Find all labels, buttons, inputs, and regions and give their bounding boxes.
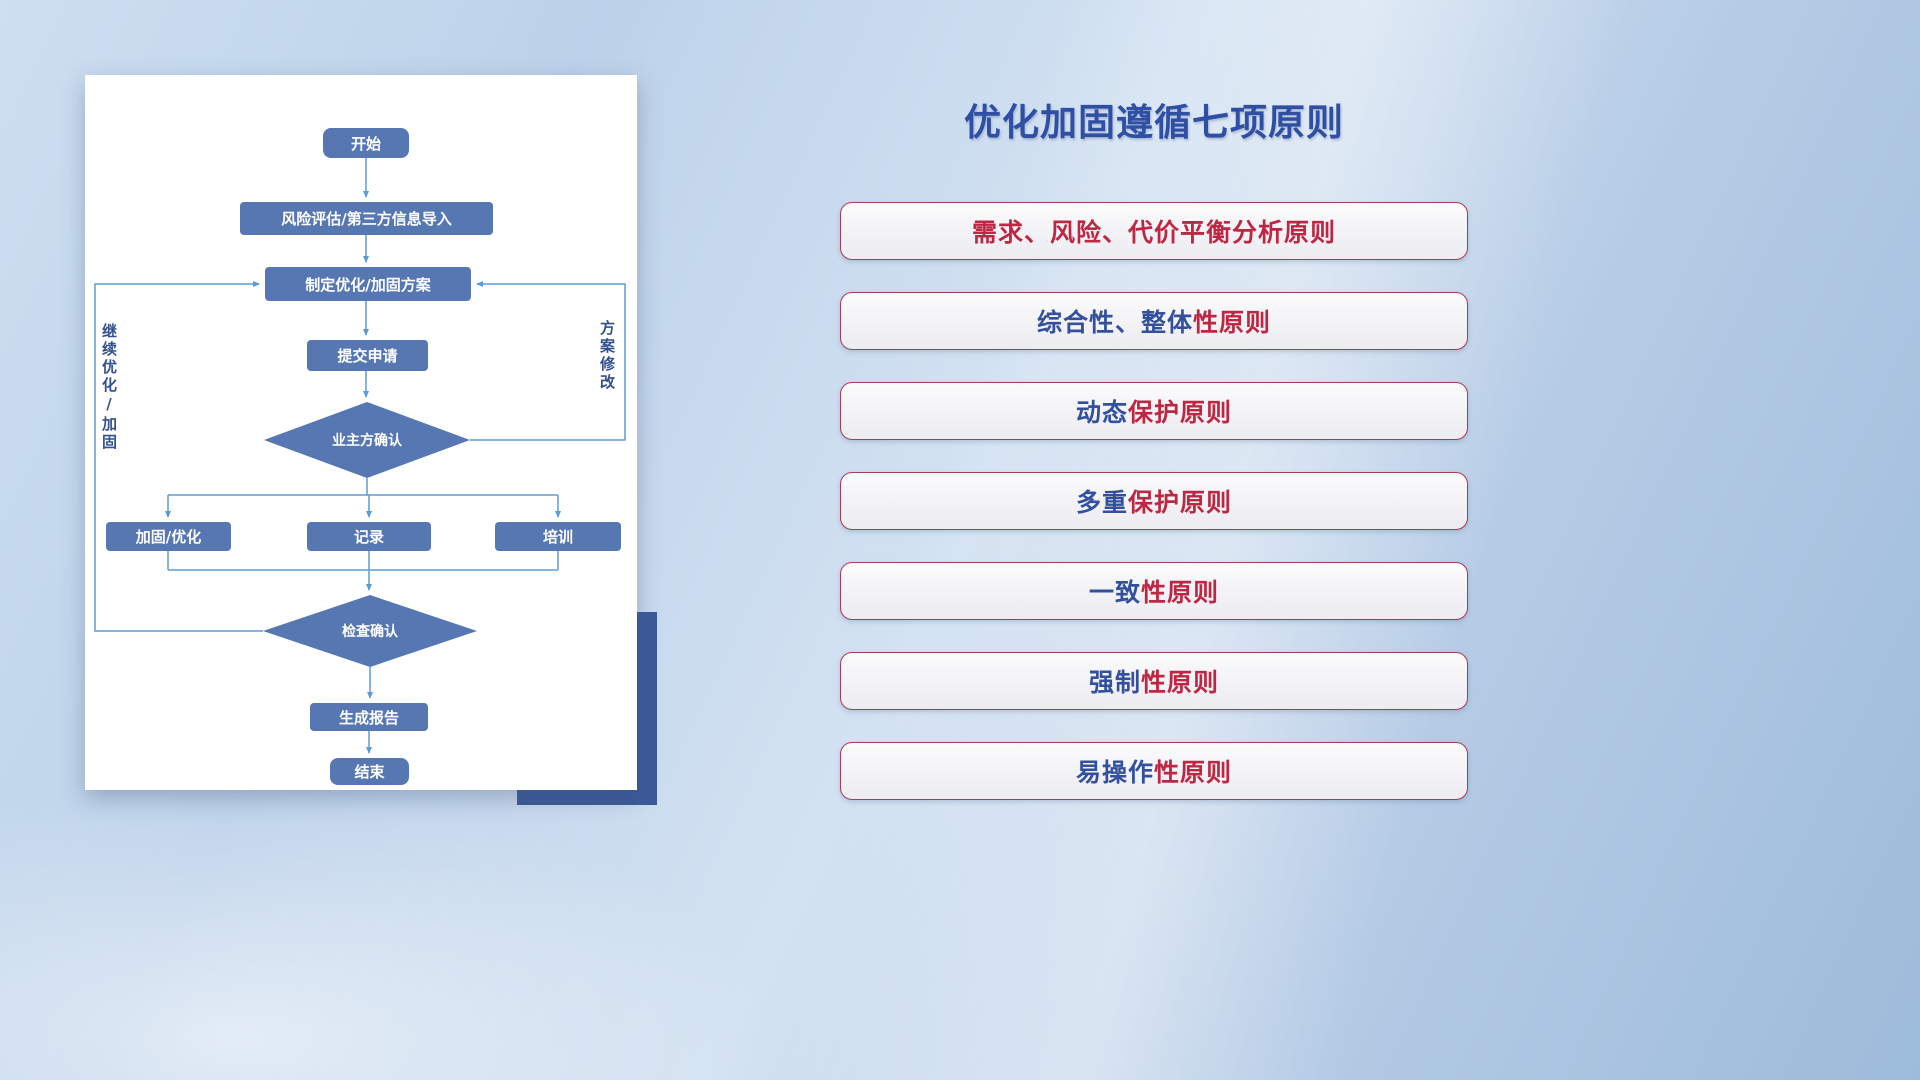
- flow-node-risk-import: 风险评估/第三方信息导入: [240, 202, 493, 235]
- flow-node-record: 记录: [307, 522, 431, 551]
- flow-connectors: [94, 158, 626, 754]
- page-title: 优化加固遵循七项原则: [964, 101, 1344, 144]
- principle-item-1: 需求、风险、代价平衡分析原则: [840, 202, 1468, 260]
- principle-item-5: 一致性原则: [840, 562, 1468, 620]
- principle-6-text-red: 性原则: [1141, 668, 1220, 697]
- principle-7-text-red: 性原则: [1154, 758, 1233, 787]
- flow-node-training: 培训: [495, 522, 621, 551]
- flow-node-harden: 加固/优化: [106, 522, 231, 551]
- principle-item-2: 综合性、整体性原则: [840, 292, 1468, 350]
- flow-label-continue-optimize: 继续优化/加固: [100, 323, 118, 452]
- flow-node-submit: 提交申请: [307, 340, 428, 371]
- principles-panel: 优化加固遵循七项原则 需求、风险、代价平衡分析原则 综合性、整体性原则 动态保护…: [840, 92, 1468, 832]
- flowchart-card: 开始 风险评估/第三方信息导入 制定优化/加固方案 提交申请 业主方确认 加固/…: [85, 75, 637, 790]
- principle-6-text-blue: 强制: [1088, 668, 1141, 697]
- principle-2-text-red: 性原则: [1193, 308, 1272, 337]
- principle-3-text-blue: 动态: [1075, 398, 1128, 427]
- flow-label-plan-revise: 方案修改: [598, 320, 616, 392]
- principle-4-text-red: 保护原则: [1128, 488, 1233, 517]
- principle-4-text-blue: 多重: [1075, 488, 1128, 517]
- flow-node-end: 结束: [330, 758, 409, 785]
- principle-item-4: 多重保护原则: [840, 472, 1468, 530]
- flow-node-report: 生成报告: [310, 703, 428, 731]
- principle-item-6: 强制性原则: [840, 652, 1468, 710]
- principle-5-text-blue: 一致: [1088, 578, 1141, 607]
- principle-item-3: 动态保护原则: [840, 382, 1468, 440]
- principle-1-text-red: 需求、风险、代价平衡分析原则: [971, 218, 1336, 247]
- principle-3-text-red: 保护原则: [1128, 398, 1233, 427]
- principle-2-text-blue: 综合性、整体: [1036, 308, 1193, 337]
- flow-node-start: 开始: [323, 128, 409, 158]
- principle-5-text-red: 性原则: [1141, 578, 1220, 607]
- principle-item-7: 易操作性原则: [840, 742, 1468, 800]
- principle-7-text-blue: 易操作: [1075, 758, 1154, 787]
- flow-node-plan: 制定优化/加固方案: [265, 267, 471, 301]
